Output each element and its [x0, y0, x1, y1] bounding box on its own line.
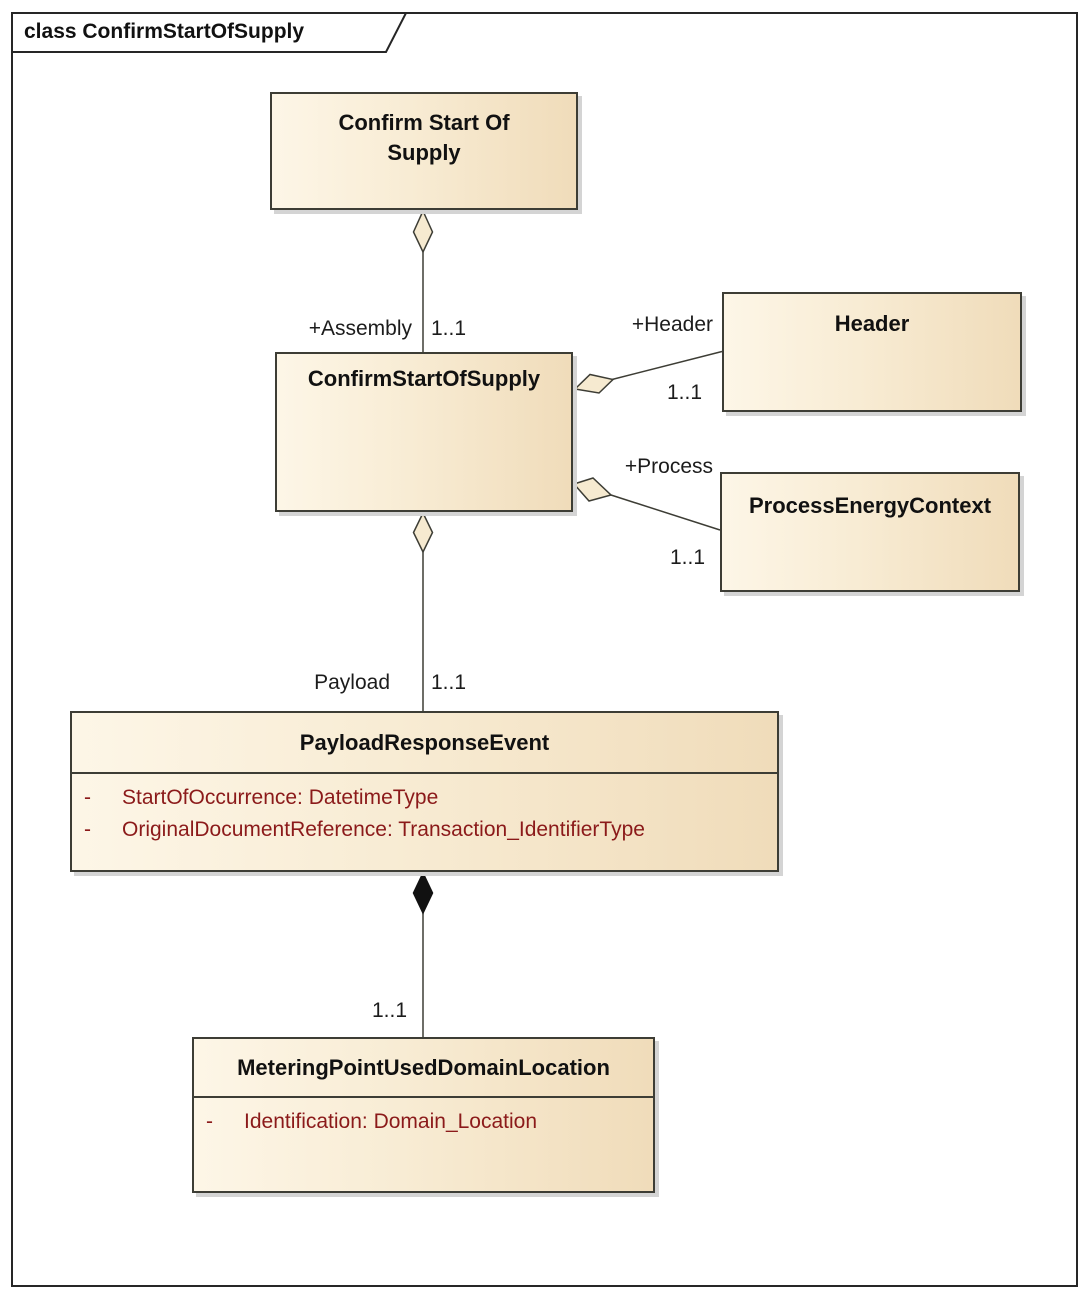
multiplicity-label-metering: 1..1	[371, 999, 407, 1022]
attribute-visibility: -	[84, 818, 91, 841]
class-confirm-start-of-supply[interactable]: ConfirmStartOfSupply	[275, 352, 573, 512]
aggregation-diamond	[573, 373, 615, 394]
aggregation-connector-assembly[interactable]	[412, 209, 434, 352]
class-name: Header	[834, 311, 910, 336]
role-label-process: +Process	[624, 455, 713, 478]
aggregation-connector-payload[interactable]	[412, 511, 434, 711]
class-confirm-start-of-supply-label[interactable]: Confirm Start Of Supply	[270, 92, 578, 210]
class-name: ConfirmStartOfSupply	[307, 366, 541, 391]
class-title-compartment: MeteringPointUsedDomainLocation	[194, 1039, 653, 1098]
class-metering-point-used-domain-location[interactable]: MeteringPointUsedDomainLocation - Identi…	[192, 1037, 655, 1193]
attribute-text: Identification: Domain_Location	[244, 1110, 538, 1133]
class-header[interactable]: Header	[722, 292, 1022, 412]
class-name: ProcessEnergyContext	[748, 493, 992, 518]
attribute-visibility: -	[206, 1110, 213, 1133]
role-label-payload: Payload	[314, 671, 390, 694]
multiplicity-label-header: 1..1	[667, 381, 703, 404]
class-name: MeteringPointUsedDomainLocation	[237, 1054, 610, 1080]
diagram-title: class ConfirmStartOfSupply	[24, 20, 305, 43]
attribute-text: OriginalDocumentReference: Transaction_I…	[122, 818, 645, 841]
class-payload-response-event[interactable]: PayloadResponseEvent - StartOfOccurrence…	[70, 711, 779, 872]
attribute-text: StartOfOccurrence: DatetimeType	[122, 786, 439, 809]
composition-diamond	[412, 871, 434, 915]
attribute-row[interactable]: - StartOfOccurrence: DatetimeType	[72, 782, 777, 814]
class-attribute-compartment: - StartOfOccurrence: DatetimeType - Orig…	[72, 774, 777, 846]
class-title-compartment: PayloadResponseEvent	[72, 713, 777, 774]
class-name: PayloadResponseEvent	[299, 729, 550, 755]
aggregation-diamond	[412, 209, 434, 254]
attribute-row[interactable]: - OriginalDocumentReference: Transaction…	[72, 814, 777, 846]
multiplicity-label-assembly: 1..1	[431, 317, 467, 340]
class-attribute-compartment: - Identification: Domain_Location	[194, 1098, 653, 1138]
composition-connector-metering[interactable]	[412, 871, 434, 1037]
class-process-energy-context[interactable]: ProcessEnergyContext	[720, 472, 1020, 592]
role-label-assembly: +Assembly	[308, 317, 412, 340]
attribute-row[interactable]: - Identification: Domain_Location	[194, 1106, 653, 1138]
aggregation-diamond	[412, 511, 434, 554]
attribute-visibility: -	[84, 786, 91, 809]
multiplicity-label-process: 1..1	[670, 546, 706, 569]
class-name: Confirm Start Of Supply	[338, 110, 510, 165]
aggregation-diamond	[572, 477, 613, 502]
multiplicity-label-payload: 1..1	[431, 671, 467, 694]
aggregation-connector-process[interactable]	[572, 477, 721, 531]
role-label-header: +Header	[631, 313, 713, 336]
